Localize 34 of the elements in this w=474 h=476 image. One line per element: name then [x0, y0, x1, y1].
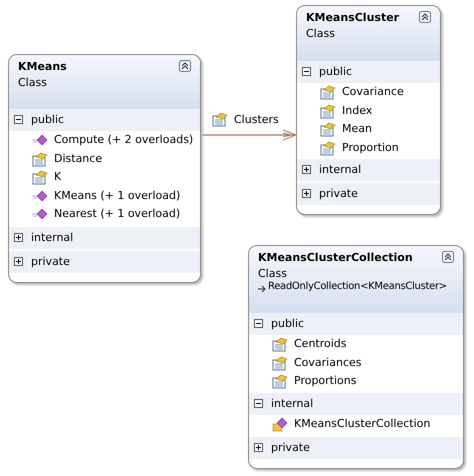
class-name: KMeans: [18, 60, 67, 73]
member-name: Covariances: [294, 356, 362, 368]
class-box: [248, 245, 464, 469]
section-heading: internal: [297, 159, 440, 181]
member-name: K: [54, 170, 62, 183]
section-heading: internal: [249, 393, 463, 415]
member-name: Proportions: [294, 374, 356, 387]
class-box: [296, 5, 441, 215]
section-heading: private: [249, 437, 463, 459]
member-name: Centroids: [294, 337, 347, 350]
section-heading: private: [9, 251, 200, 273]
member-name: Nearest (+ 1 overload): [54, 207, 180, 220]
member-name: Index: [342, 104, 372, 116]
class-box: [8, 54, 201, 283]
class-name: KMeansClusterCollection: [258, 251, 413, 264]
member-name: Compute (+ 2 overloads): [54, 133, 194, 146]
member-name: Distance: [54, 152, 102, 164]
class-kind: Class: [18, 76, 47, 89]
section-heading: public: [297, 61, 440, 83]
base-class: ReadOnlyCollection<KMeansCluster>: [268, 281, 447, 292]
edge-label: Clusters: [234, 113, 279, 126]
class-kind: Class: [258, 267, 287, 280]
class-name: KMeansCluster: [306, 11, 400, 24]
section-heading: public: [249, 313, 463, 335]
section-heading: internal: [9, 227, 200, 249]
member-section: [297, 61, 440, 158]
section-heading: private: [297, 183, 440, 205]
member-name: Mean: [342, 122, 372, 135]
member-name: Proportion: [342, 140, 399, 154]
member-name: KMeansClusterCollection: [294, 417, 430, 430]
class-kind: Class: [306, 27, 335, 40]
member-name: Covariance: [342, 85, 404, 98]
member-name: KMeans (+ 1 overload): [54, 188, 180, 202]
section-heading: public: [9, 109, 200, 131]
